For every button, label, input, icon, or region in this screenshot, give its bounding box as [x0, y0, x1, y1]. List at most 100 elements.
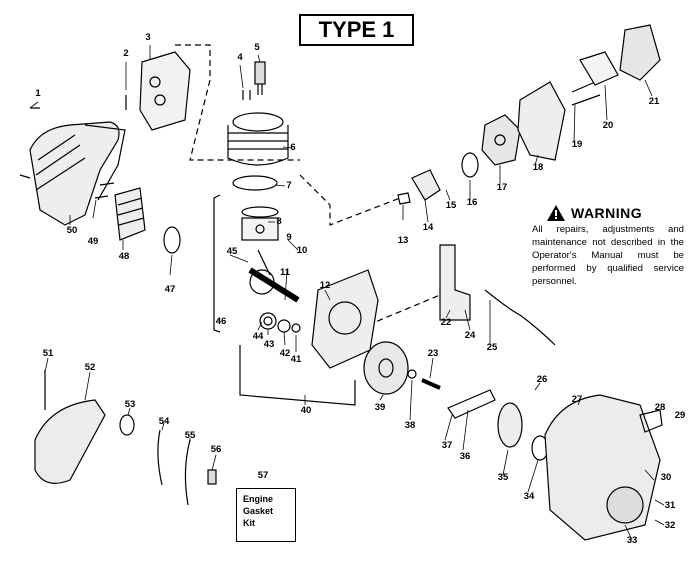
part-adapter-14: [411, 169, 441, 201]
callout-15: 15: [446, 200, 457, 211]
callout-21: 21: [649, 96, 660, 107]
callout-42: 42: [280, 348, 291, 359]
part-fitting-56: [207, 469, 217, 485]
callout-40: 40: [301, 405, 312, 416]
part-throttle-bracket: [439, 244, 471, 321]
part-gasket-13: [397, 192, 411, 205]
part-filter-element: [579, 51, 619, 86]
callout-28: 28: [655, 402, 666, 413]
callout-34: 34: [524, 491, 535, 502]
callout-36: 36: [460, 451, 471, 462]
callout-12: 12: [320, 280, 331, 291]
warning-notice: WARNING All repairs, adjustments and mai…: [532, 205, 684, 288]
part-fuel-line-54: [157, 429, 163, 486]
callout-17: 17: [497, 182, 508, 193]
warning-text: All repairs, adjustments and maintenance…: [532, 224, 684, 287]
callout-54: 54: [159, 416, 170, 427]
part-filter-cover: [619, 24, 661, 81]
part-starter-pulley: [497, 402, 523, 448]
diagram-title: TYPE 1: [299, 14, 414, 46]
kit-label-line3: Kit: [243, 518, 255, 528]
part-muffler-guard: [34, 399, 106, 484]
callout-10: 10: [297, 245, 308, 256]
part-cylinder: [227, 112, 289, 166]
part-starter-handle: [639, 409, 663, 433]
callout-19: 19: [572, 139, 583, 150]
callout-2: 2: [123, 48, 128, 59]
part-nut-38: [407, 369, 417, 379]
part-bolts-49: [94, 182, 115, 199]
part-piston: [241, 206, 279, 241]
kit-label-line2: Gasket: [243, 506, 274, 516]
part-washer-41: [291, 323, 301, 333]
callout-13: 13: [398, 235, 409, 246]
warning-heading: WARNING: [571, 205, 643, 221]
bracket-46: [213, 194, 221, 333]
part-flywheel: [363, 341, 409, 395]
callout-57: 57: [258, 470, 269, 481]
part-crankshaft: [248, 249, 300, 303]
callout-50: 50: [67, 225, 78, 236]
callout-24: 24: [465, 330, 476, 341]
callout-18: 18: [533, 162, 544, 173]
callout-45: 45: [227, 246, 238, 257]
callout-33: 33: [627, 535, 638, 546]
callout-8: 8: [276, 216, 281, 227]
bracket-40: [239, 345, 356, 406]
callout-16: 16: [467, 197, 478, 208]
part-ignition-wire: [484, 289, 556, 346]
callout-56: 56: [211, 444, 222, 455]
callout-3: 3: [145, 32, 150, 43]
leader-dashed-2: [299, 174, 401, 226]
callout-23: 23: [428, 348, 439, 359]
callout-32: 32: [665, 520, 676, 531]
part-gasket-16: [461, 152, 479, 178]
part-air-filter: [114, 187, 146, 241]
callout-29: 29: [675, 410, 686, 421]
callout-51: 51: [43, 348, 54, 359]
callout-46: 46: [216, 316, 227, 327]
callout-44: 44: [253, 331, 264, 342]
callout-25: 25: [487, 342, 498, 353]
part-pin-23: [421, 378, 441, 390]
part-fuel-line-55: [184, 439, 191, 506]
callout-20: 20: [603, 120, 614, 131]
leader-dashed-3: [367, 294, 441, 326]
part-carburetor: [481, 114, 521, 166]
callout-31: 31: [665, 500, 676, 511]
callout-22: 22: [441, 317, 452, 328]
part-spark-plug: [254, 61, 266, 95]
callout-1: 1: [35, 88, 41, 99]
callout-41: 41: [291, 354, 302, 365]
callout-5: 5: [254, 42, 260, 53]
callout-30: 30: [661, 472, 672, 483]
part-air-box: [517, 81, 566, 161]
kit-label-line1: Engine: [243, 494, 274, 504]
callout-55: 55: [185, 430, 196, 441]
callout-26: 26: [537, 374, 548, 385]
part-seal-42: [277, 319, 291, 333]
part-starter-housing: [544, 394, 661, 541]
leader-dashed: [175, 44, 300, 161]
callout-leaders: [29, 45, 665, 541]
part-cap-53: [119, 414, 135, 436]
part-o-ring: [163, 226, 181, 254]
part-cylinder-gasket: [232, 175, 278, 191]
callout-35: 35: [498, 472, 509, 483]
callout-38: 38: [405, 420, 416, 431]
callout-37: 37: [442, 440, 453, 451]
callout-6: 6: [290, 142, 295, 153]
callout-11: 11: [280, 267, 291, 278]
callout-7: 7: [286, 180, 291, 191]
engine-gasket-kit-box: Engine Gasket Kit: [236, 488, 296, 542]
callout-53: 53: [125, 399, 136, 410]
part-engine-cover: [29, 121, 126, 226]
callout-47: 47: [165, 284, 176, 295]
callout-43: 43: [264, 339, 275, 350]
callout-4: 4: [237, 52, 243, 63]
callout-52: 52: [85, 362, 96, 373]
callout-14: 14: [423, 222, 434, 233]
